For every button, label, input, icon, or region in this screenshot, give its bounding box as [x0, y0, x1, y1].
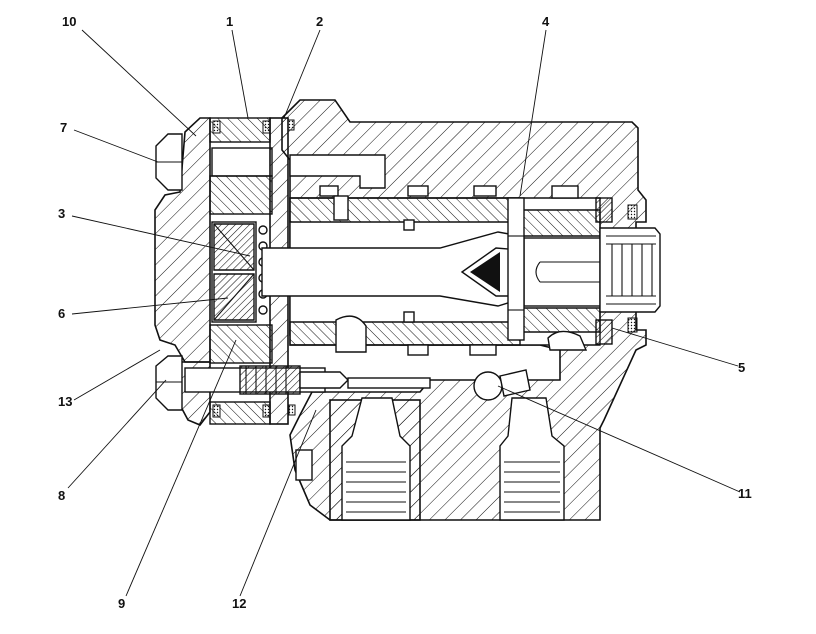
callout-3: 3	[58, 206, 65, 221]
relief-poppet	[299, 371, 349, 389]
spool-right-top	[519, 209, 601, 237]
callout-13: 13	[58, 394, 72, 409]
rotor-line	[213, 223, 255, 271]
seal-dot	[287, 119, 295, 131]
seal-dot	[262, 404, 271, 418]
plate-low	[209, 324, 273, 364]
seal-dot	[262, 120, 271, 134]
callout-9: 9	[118, 596, 125, 611]
callout-8: 8	[58, 488, 65, 503]
spline-lines	[606, 235, 656, 305]
bolt-head-bottom	[155, 355, 183, 411]
callout-2: 2	[316, 14, 323, 29]
shaft-seal-top	[595, 197, 613, 223]
check-seat	[499, 369, 531, 397]
plate-mid	[209, 175, 273, 215]
seal-dot	[212, 120, 221, 134]
relief-passage	[347, 377, 431, 389]
seal-dot	[212, 404, 221, 418]
relief-spring	[239, 365, 301, 395]
callout-11: 11	[738, 486, 752, 501]
port-fitting-left	[329, 397, 421, 521]
leader-lines	[67, 29, 741, 597]
upper-channel	[289, 154, 386, 189]
seal-dot	[288, 404, 296, 416]
callout-7: 7	[60, 120, 67, 135]
plate-cavity	[211, 147, 273, 177]
bolt-head-top	[155, 133, 183, 191]
callout-12: 12	[232, 596, 246, 611]
spool-line	[535, 261, 541, 283]
seal-ring	[627, 317, 638, 333]
callout-6: 6	[58, 306, 65, 321]
callout-10: 10	[62, 14, 76, 29]
input-shaft	[599, 227, 661, 313]
spool-core	[523, 237, 601, 307]
seal-ring	[627, 204, 638, 220]
shaft-tip	[470, 252, 500, 292]
sleeve-ports	[319, 185, 588, 356]
lower-plug	[295, 449, 313, 481]
sleeve-bottom	[289, 321, 521, 346]
shaft-seal-bottom	[595, 319, 613, 345]
sleeve-top	[289, 197, 521, 223]
port-fitting-right	[499, 397, 565, 521]
callout-4: 4	[542, 14, 550, 29]
rotor-line	[213, 273, 255, 321]
callout-5: 5	[738, 360, 745, 375]
callout-1: 1	[226, 14, 233, 29]
cross-pin	[507, 197, 525, 341]
spool-right-bottom	[519, 307, 601, 333]
check-ball	[473, 371, 503, 401]
